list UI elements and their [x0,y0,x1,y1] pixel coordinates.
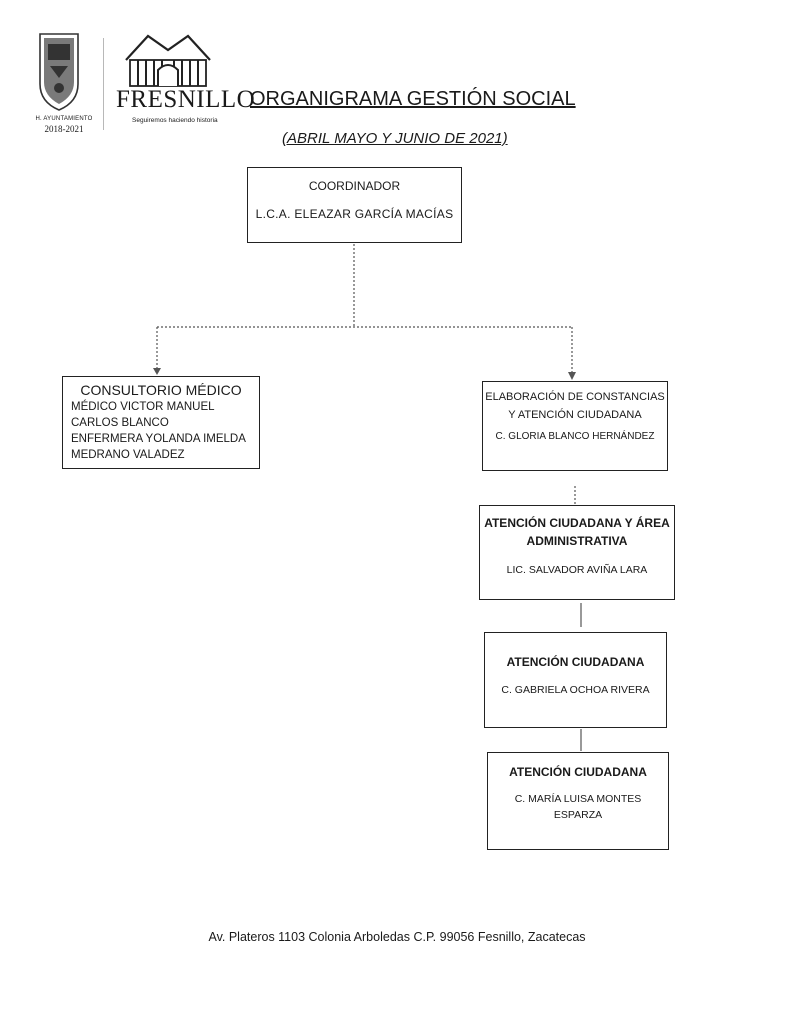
fresnillo-logo-icon [125,34,211,87]
municipal-seal-icon [39,33,79,111]
certificates-person: C. GLORIA BLANCO HERNÁNDEZ [495,431,655,442]
attention-2-person: C. MARÍA LUISA MONTES ESPARZA [514,793,642,821]
seal-caption: H. AYUNTAMIENTO [35,116,93,122]
arrowhead-medical [153,368,161,375]
org-box-certificates: ELABORACIÓN DE CONSTANCIAS Y ATENCIÓN CI… [482,381,668,471]
page-title: ORGANIGRAMA GESTIÓN SOCIAL [250,88,576,110]
header-divider [103,38,104,130]
attention-1-role: ATENCIÓN CIUDADANA [506,655,645,669]
org-box-attention-2: ATENCIÓN CIUDADANA C. MARÍA LUISA MONTES… [487,752,669,850]
org-box-admin: ATENCIÓN CIUDADANA Y ÁREA ADMINISTRATIVA… [479,505,675,600]
arrowhead-certificates [568,372,576,380]
logo-slogan: Seguiremos haciendo historia [132,117,218,124]
certificates-role: ELABORACIÓN DE CONSTANCIAS Y ATENCIÓN CI… [485,391,665,421]
seal-years: 2018-2021 [44,124,84,134]
footer-address: Av. Plateros 1103 Colonia Arboledas C.P.… [208,930,586,944]
attention-1-person: C. GABRIELA OCHOA RIVERA [501,684,650,696]
medical-staff: MÉDICO VICTOR MANUEL CARLOS BLANCO ENFER… [71,401,246,461]
org-box-attention-1: ATENCIÓN CIUDADANA C. GABRIELA OCHOA RIV… [484,632,667,728]
org-box-medical-office: CONSULTORIO MÉDICO MÉDICO VICTOR MANUEL … [62,376,260,469]
coordinator-person: L.C.A. ELEAZAR GARCÍA MACÍAS [255,207,454,221]
coordinator-role: COORDINADOR [308,179,401,193]
org-box-coordinator: COORDINADOR L.C.A. ELEAZAR GARCÍA MACÍAS [247,167,462,243]
fresnillo-logo-wordmark: FRESNILLO [116,86,256,113]
medical-role: CONSULTORIO MÉDICO [80,382,242,398]
attention-2-role: ATENCIÓN CIUDADANA [509,765,647,779]
page-subtitle: (ABRIL MAYO Y JUNIO DE 2021) [282,130,508,147]
admin-role: ATENCIÓN CIUDADANA Y ÁREA ADMINISTRATIVA [484,516,670,548]
admin-person: LIC. SALVADOR AVIÑA LARA [506,564,648,576]
